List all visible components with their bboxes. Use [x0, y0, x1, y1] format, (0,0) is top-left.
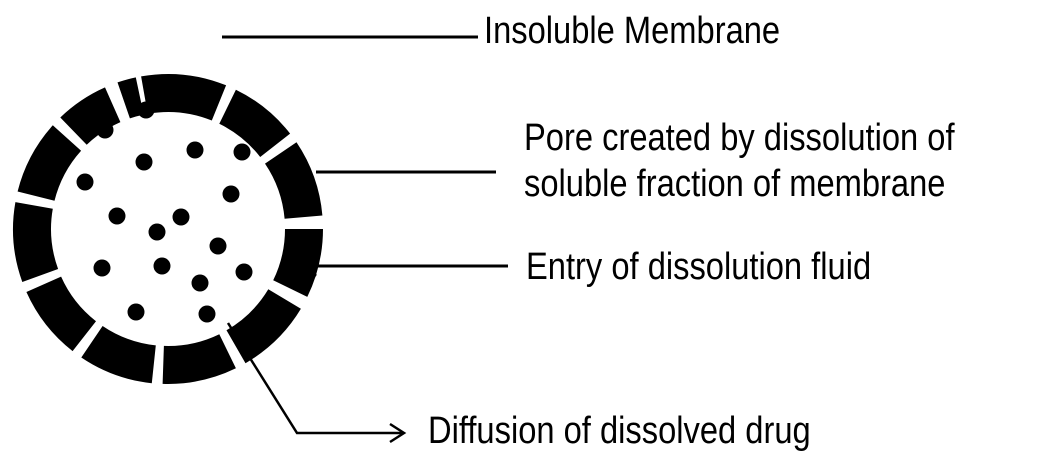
drug-particle: [128, 304, 145, 321]
drug-particle: [210, 238, 227, 255]
drug-particle: [136, 154, 153, 171]
drug-particle: [77, 174, 94, 191]
drug-particle: [149, 224, 166, 241]
pore-label-line-1: Pore created by dissolution of: [524, 115, 955, 161]
membrane-segment: [273, 229, 323, 297]
drug-particle: [187, 142, 204, 159]
insoluble-membrane-label: Insoluble Membrane: [484, 8, 780, 54]
insoluble-membrane-ring: [13, 74, 323, 384]
drug-particles: [77, 96, 253, 323]
pore-label-line-2: soluble fraction of membrane: [524, 161, 955, 207]
drug-particle: [223, 186, 240, 203]
drug-particle: [199, 306, 216, 323]
drug-particle: [94, 260, 111, 277]
membrane-segment: [81, 326, 156, 383]
membrane-segment: [60, 87, 120, 144]
membrane-segment: [265, 142, 322, 219]
membrane-segment: [219, 90, 290, 157]
drug-particle: [97, 122, 114, 139]
membrane-segment: [13, 202, 58, 282]
drug-particle: [109, 208, 126, 225]
membrane-segment: [18, 125, 82, 200]
entry-fluid-label: Entry of dissolution fluid: [526, 244, 871, 290]
membrane-segment: [26, 277, 96, 352]
drug-particle: [192, 275, 209, 292]
drug-particle: [138, 102, 155, 119]
diffusion-label: Diffusion of dissolved drug: [428, 408, 811, 454]
membrane-segment: [141, 74, 226, 120]
drug-particle: [186, 96, 203, 113]
membrane-segment: [227, 289, 301, 363]
drug-particle: [234, 144, 251, 161]
pore-label: Pore created by dissolution of soluble f…: [524, 115, 955, 207]
drug-particle: [236, 264, 253, 281]
drug-particle: [154, 258, 171, 275]
membrane-segment: [163, 334, 236, 384]
drug-particle: [173, 209, 190, 226]
